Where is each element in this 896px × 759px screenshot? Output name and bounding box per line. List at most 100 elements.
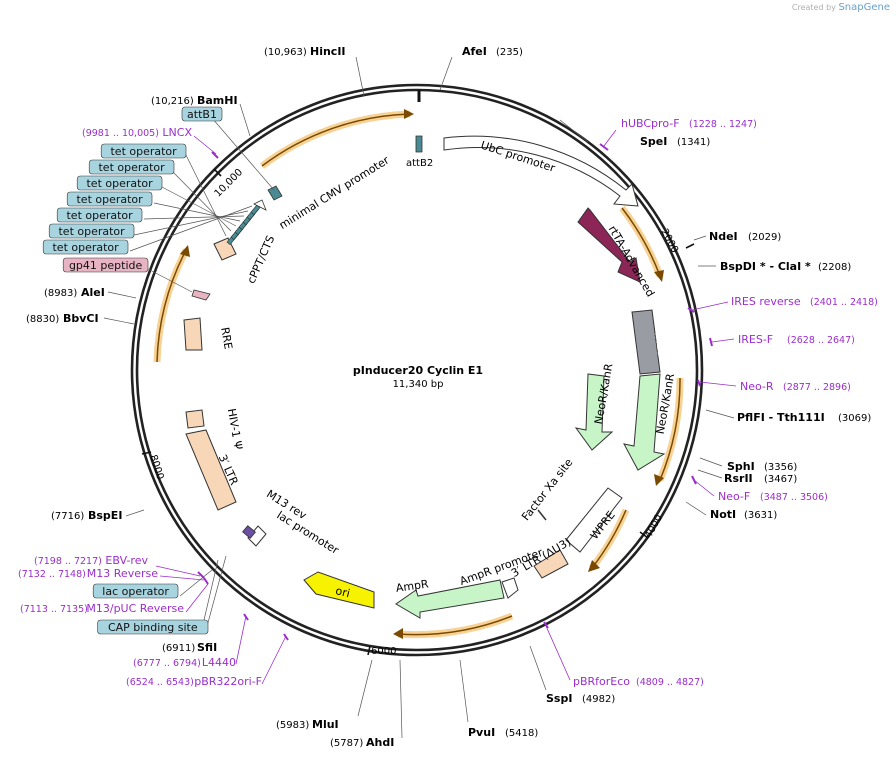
left-label-5-text: tet operator [76, 193, 143, 206]
enzyme-noti-name: NotI [710, 508, 736, 521]
primer-leader-m13r [159, 575, 205, 581]
enzyme-ahdi-pos: (5787) [330, 738, 363, 749]
enzyme-ahdi-name: AhdI [366, 736, 394, 749]
enzyme-alei-pos: (8983) [44, 288, 77, 299]
left-label-7-text: tet operator [58, 225, 125, 238]
left-label-8-text: tet operator [52, 241, 119, 254]
leader-pflfi [705, 409, 735, 419]
leader-tet7 [129, 205, 253, 252]
left-label-15-name: L4440 [202, 656, 236, 669]
ires-shape [631, 309, 661, 375]
leader-tet1 [185, 154, 227, 237]
primer-leader-ebv [155, 565, 201, 577]
left-label-0-box [181, 106, 223, 122]
primer-hubcpro-pos: (1228 .. 1247) [689, 119, 757, 130]
enzyme-afei-name: AfeI [462, 45, 487, 58]
leader-noti [685, 501, 707, 516]
enzyme-pvui-name: PvuI [468, 726, 495, 739]
left-label-10-pos: (7198 .. 7217) [34, 556, 102, 567]
leader-attb1 [211, 117, 275, 191]
ltr3-shape [185, 429, 237, 511]
leader-mlui [357, 659, 373, 717]
left-label-3-box [88, 159, 175, 175]
left-label-9-box [62, 257, 149, 273]
rre-label: RRE [218, 326, 235, 350]
orf-arc-1 [261, 113, 411, 167]
orf-arc-5 [397, 615, 513, 636]
tick-8000-mark [141, 451, 152, 455]
hiv1-psi-label: HIV-1 Ψ [225, 407, 245, 450]
leader-sphi [699, 457, 723, 467]
leader-bbvci [103, 317, 135, 325]
enzyme-bbvci-name: BbvCI [63, 312, 99, 325]
primer-hubcpro-name: hUBCpro-F [621, 117, 680, 130]
left-label-11-name: M13 Reverse [87, 567, 158, 580]
left-label-2-text: tet operator [110, 145, 177, 158]
primer-tick-lncx [211, 151, 219, 159]
leader-lacop [179, 569, 213, 597]
primer-neor-pos: (2877 .. 2896) [783, 382, 851, 393]
credit-brand: SnapGene [838, 2, 890, 13]
primer-iresrev-name: IRES reverse [731, 295, 801, 308]
leader-tet6 [133, 210, 249, 236]
primer-tick-hubcpro [599, 143, 609, 151]
left-label-5-box [66, 191, 153, 207]
lac-promoter-shape [247, 525, 267, 547]
enzyme-pvui-pos: (5418) [505, 728, 538, 739]
leader-tet5 [143, 215, 245, 220]
enzyme-bbvci-pos: (8830) [26, 314, 59, 325]
enzyme-noti-pos: (3631) [744, 510, 777, 521]
primer-leader-lncx [193, 135, 217, 155]
m13-rev-shape [242, 525, 256, 539]
orf-arc-6-glow [153, 248, 190, 363]
leader-afei [439, 56, 453, 91]
leader-sfii [203, 559, 219, 621]
primer-tick-ebv [197, 571, 205, 579]
left-label-14-box [97, 619, 209, 635]
right-primer-labels: hUBCpro-F (1228 .. 1247) IRES reverse (2… [573, 117, 878, 688]
ltr3-du3-shape [533, 549, 569, 579]
left-label-12-name: M13/pUC Reverse [86, 602, 184, 615]
orf-arc-3-head [654, 474, 664, 486]
factor-xa-label: Factor Xa site [519, 456, 575, 523]
enzyme-hincii-name: HincII [310, 45, 346, 58]
primer-leader-iresrev [691, 301, 729, 311]
leader-ahdi [399, 659, 403, 739]
ampr-shape [395, 579, 505, 619]
enzyme-bspei-name: BspEI [88, 509, 122, 522]
enzyme-bspdi-name: BspDI * - ClaI * [720, 260, 811, 273]
enzyme-bamhi-name: BamHI [197, 94, 238, 107]
left-label-6-text: tet operator [66, 209, 133, 222]
leader-lines [103, 56, 735, 739]
primer-leader-pbr322 [261, 635, 287, 685]
leader-bamhi [239, 103, 251, 137]
primer-neof-pos: (3487 .. 3506) [760, 492, 828, 503]
orf-arc-1-glow [259, 110, 411, 169]
tick-6000-label: 6000 [371, 646, 396, 657]
attb2-label: attB2 [406, 158, 433, 169]
neokanr-outer-shape [623, 373, 666, 471]
ubc-promoter-shape [443, 135, 639, 207]
enzyme-mlui-name: MluI [312, 718, 339, 731]
enzyme-sfii-pos: (6911) [162, 643, 195, 654]
primer-tick-pbrforeco [543, 621, 549, 629]
primer-tick-m13 [203, 577, 209, 585]
primer-ticks [197, 143, 713, 641]
tick-6000-mark [367, 645, 371, 656]
snapgene-credit: Created by SnapGene [792, 2, 890, 13]
enzyme-sspi-name: SspI [546, 692, 572, 705]
left-label-4-text: tet operator [86, 177, 153, 190]
leader-rsrii [697, 469, 723, 479]
primer-neof-name: Neo-F [718, 490, 750, 503]
orf-arcs [153, 109, 684, 639]
leader-tet2 [171, 170, 232, 232]
left-label-13-box [92, 583, 179, 599]
min-cmv-shape [253, 199, 267, 211]
leader-tet3 [161, 186, 237, 227]
cppt-label: cPPT/CTS [245, 234, 278, 286]
left-label-6-box [56, 207, 143, 223]
leader-ndei [693, 235, 707, 241]
primer-tick-neor [697, 379, 701, 387]
leader-tet4 [153, 202, 241, 222]
